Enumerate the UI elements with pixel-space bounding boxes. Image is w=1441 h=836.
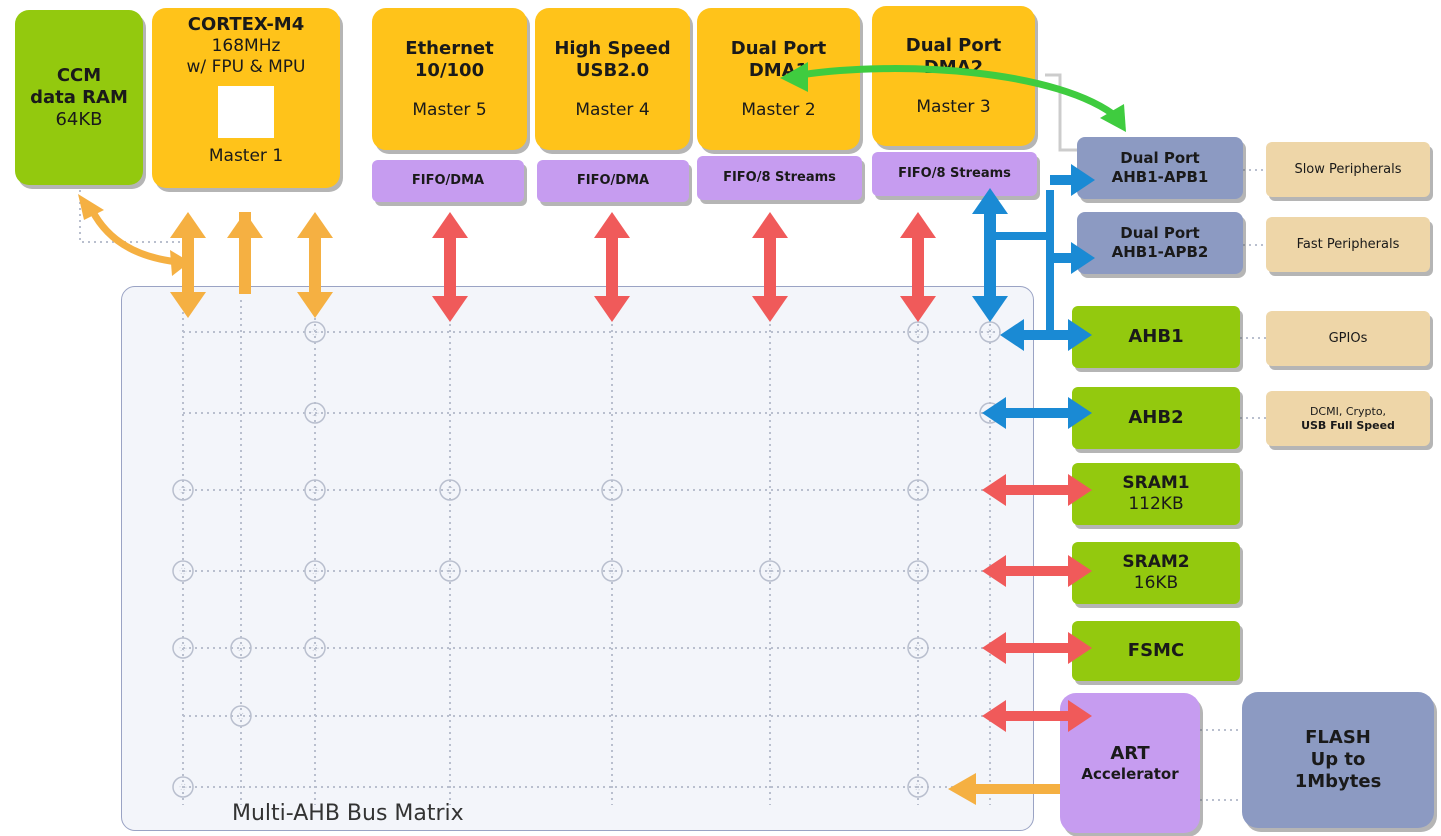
- cortex-core-block: [218, 86, 274, 138]
- apb2-line2: AHB1-APB2: [1111, 243, 1209, 261]
- dma1-fifo: FIFO/8 Streams: [697, 156, 862, 200]
- art-line1: ART: [1110, 742, 1150, 764]
- ccm-arrow-curve: [88, 208, 179, 266]
- cortex-master: Master 1: [208, 146, 284, 166]
- usb-hs-master: High Speed USB2.0 Master 4: [535, 8, 690, 150]
- ethernet-line2: 10/100: [414, 59, 485, 81]
- ccm-line2: data RAM: [30, 86, 128, 108]
- ahb1-apb2-bridge: Dual Port AHB1-APB2: [1077, 212, 1243, 274]
- arrow-shaft: [1050, 175, 1073, 185]
- usb-hs-master-label: Master 4: [575, 99, 650, 120]
- dma2-line1: Dual Port: [905, 34, 1002, 56]
- arrow-shaft: [1050, 253, 1073, 263]
- apb2-line1: Dual Port: [1120, 224, 1200, 242]
- fast-peripherals: Fast Peripherals: [1266, 217, 1430, 272]
- dma2-master-label: Master 3: [916, 96, 991, 117]
- cortex-dbus-arrow: [227, 212, 263, 294]
- art-line2: Accelerator: [1081, 764, 1179, 783]
- ccm-line3: 64KB: [55, 108, 103, 130]
- dma1-line2: DMA1: [748, 59, 809, 81]
- ethernet-fifo: FIFO/DMA: [372, 160, 524, 202]
- ahb1-bus: AHB1: [1072, 306, 1240, 368]
- arrow-head: [170, 212, 206, 238]
- arrow-head: [1100, 104, 1126, 132]
- ethernet-line1: Ethernet: [405, 37, 494, 59]
- flash-line3: 1Mbytes: [1294, 771, 1382, 792]
- arrow-head: [752, 212, 788, 238]
- dma1-master: Dual Port DMA1 Master 2: [697, 8, 860, 150]
- sram1-line1: SRAM1: [1122, 473, 1190, 493]
- cortex-m4-master: CORTEX-M4 168MHz w/ FPU & MPU Master 1: [152, 8, 340, 188]
- bus-matrix: [121, 286, 1034, 831]
- arrow-shaft: [239, 212, 251, 294]
- ahb1-apb1-bridge: Dual Port AHB1-APB1: [1077, 137, 1243, 199]
- dma1-master-label: Master 2: [741, 99, 816, 120]
- usb-hs-fifo: FIFO/DMA: [537, 160, 689, 202]
- gpios: GPIOs: [1266, 311, 1430, 366]
- slow-peripherals: Slow Peripherals: [1266, 142, 1430, 197]
- usb-hs-line2: USB2.0: [575, 59, 650, 81]
- ahb2-label: AHB2: [1128, 407, 1184, 428]
- sram2: SRAM2 16KB: [1072, 542, 1240, 604]
- apb1-line2: AHB1-APB1: [1111, 168, 1209, 186]
- arrow-head: [900, 212, 936, 238]
- ahb1-label: AHB1: [1128, 326, 1184, 347]
- usb-hs-fifo-label: FIFO/DMA: [576, 173, 650, 188]
- cortex-title: CORTEX-M4: [187, 14, 305, 35]
- ethernet-master-label: Master 5: [412, 99, 487, 120]
- ahb2-peripherals: DCMI, Crypto, USB Full Speed: [1266, 391, 1430, 446]
- flash-line1: FLASH: [1305, 727, 1371, 748]
- ccm-arrow-head: [170, 250, 190, 276]
- cortex-features: w/ FPU & MPU: [186, 57, 306, 77]
- dma2-line2: DMA2: [923, 56, 984, 78]
- sram2-line1: SRAM2: [1122, 552, 1190, 572]
- ccm-line1: CCM: [56, 64, 102, 86]
- slow-peripherals-label: Slow Peripherals: [1294, 161, 1402, 177]
- ahb2-bus: AHB2: [1072, 387, 1240, 449]
- ccm-arrow-head: [78, 194, 104, 220]
- dma2-fifo-label: FIFO/8 Streams: [898, 166, 1011, 181]
- flash-memory: FLASH Up to 1Mbytes: [1242, 692, 1434, 828]
- dma2-master: Dual Port DMA2 Master 3: [872, 6, 1035, 146]
- fast-peripherals-label: Fast Peripherals: [1296, 236, 1400, 252]
- gpios-label: GPIOs: [1328, 330, 1368, 346]
- cortex-freq: 168MHz: [211, 36, 281, 56]
- sram2-line2: 16KB: [1133, 573, 1179, 593]
- sram1-line2: 112KB: [1128, 494, 1184, 514]
- arrow-head: [594, 212, 630, 238]
- fsmc: FSMC: [1072, 621, 1240, 681]
- ccm-wire: [79, 190, 185, 243]
- apb1-line1: Dual Port: [1120, 149, 1200, 167]
- ccm-data-ram: CCM data RAM 64KB: [15, 10, 143, 185]
- arrow-head: [432, 212, 468, 238]
- ahb2-peripherals-line1: DCMI, Crypto,: [1309, 404, 1387, 418]
- dma1-fifo-label: FIFO/8 Streams: [723, 170, 836, 185]
- ethernet-fifo-label: FIFO/DMA: [411, 173, 485, 188]
- flash-line2: Up to: [1310, 749, 1366, 770]
- art-accelerator: ART Accelerator: [1060, 693, 1200, 833]
- apb-link-wire: [995, 190, 1054, 240]
- bus-matrix-label: Multi-AHB Bus Matrix: [232, 801, 464, 826]
- arrow-head: [227, 212, 263, 238]
- ethernet-master: Ethernet 10/100 Master 5: [372, 8, 527, 150]
- dma1-line1: Dual Port: [730, 37, 827, 59]
- ahb2-peripherals-line2: USB Full Speed: [1301, 418, 1395, 432]
- dma2-apb1-wire: [1045, 73, 1077, 152]
- arrow-head: [297, 212, 333, 238]
- usb-hs-line1: High Speed: [554, 37, 671, 59]
- sram1: SRAM1 112KB: [1072, 463, 1240, 525]
- dma2-fifo: FIFO/8 Streams: [872, 152, 1037, 196]
- fsmc-label: FSMC: [1127, 640, 1185, 661]
